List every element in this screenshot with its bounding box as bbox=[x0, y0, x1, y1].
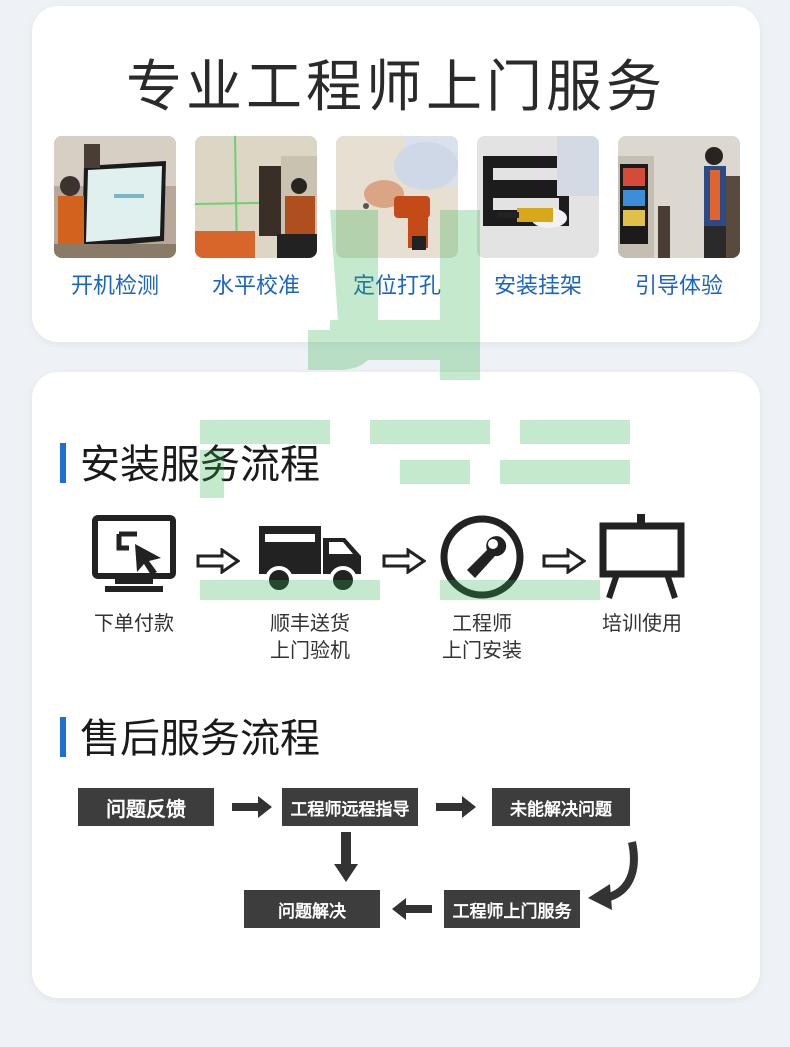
arrow-down-icon bbox=[334, 832, 358, 882]
curved-arrow-icon bbox=[588, 841, 638, 910]
heading-accent-bar bbox=[60, 443, 66, 483]
arrow-right-icon bbox=[436, 796, 476, 818]
aftersale-section-heading: 售后服务流程 bbox=[60, 706, 320, 764]
step-item-bracket: 安装挂架 bbox=[477, 136, 599, 300]
step-label: 开机检测 bbox=[70, 274, 159, 299]
step-item-tv-test: 开机检测 bbox=[54, 136, 176, 300]
flow-arrow-icon bbox=[196, 547, 241, 578]
heading-accent-bar bbox=[60, 717, 66, 757]
computer-click-icon bbox=[64, 512, 204, 602]
flow-step-label: 顺丰送货 上门验机 bbox=[270, 611, 350, 662]
unresolved-problem-box: 未能解决问题 bbox=[492, 788, 630, 826]
flow-step-label: 工程师 上门安装 bbox=[442, 611, 522, 662]
problem-feedback-box: 问题反馈 bbox=[78, 788, 214, 826]
step-label: 引导体验 bbox=[634, 274, 723, 299]
bracket-install-photo bbox=[477, 136, 599, 258]
flow-step-label: 培训使用 bbox=[602, 611, 682, 635]
page-title: 专业工程师上门服务 bbox=[126, 55, 666, 120]
arrow-right-icon bbox=[232, 796, 272, 818]
truck-icon bbox=[240, 512, 380, 602]
aftersale-section-title: 售后服务流程 bbox=[80, 716, 320, 762]
drilling-photo bbox=[336, 136, 458, 258]
easel-board-icon bbox=[572, 512, 712, 602]
wrench-icon bbox=[412, 512, 552, 602]
install-section-heading: 安装服务流程 bbox=[60, 432, 320, 490]
guide-experience-photo bbox=[618, 136, 740, 258]
tv-test-photo bbox=[54, 136, 176, 258]
step-label: 定位打孔 bbox=[352, 274, 441, 299]
flow-step-delivery: 顺丰送货 上门验机 bbox=[240, 512, 380, 664]
arrow-left-icon bbox=[392, 898, 432, 920]
service-photo-row: 开机检测 水平校准 bbox=[54, 136, 742, 306]
flow-step-label: 下单付款 bbox=[94, 611, 174, 635]
step-label: 水平校准 bbox=[211, 274, 300, 299]
remote-guide-box: 工程师远程指导 bbox=[282, 788, 418, 826]
service-card: 专业工程师上门服务 开机检测 bbox=[32, 6, 760, 342]
process-card: 安装服务流程 下单付款 bbox=[32, 372, 760, 998]
flow-step-training: 培训使用 bbox=[572, 512, 712, 637]
flow-step-order: 下单付款 bbox=[64, 512, 204, 637]
step-item-level: 水平校准 bbox=[195, 136, 317, 300]
onsite-service-box: 工程师上门服务 bbox=[444, 890, 580, 928]
step-label: 安装挂架 bbox=[493, 274, 582, 299]
problem-resolved-box: 问题解决 bbox=[244, 890, 380, 928]
step-item-drilling: 定位打孔 bbox=[336, 136, 458, 300]
flow-arrow-icon bbox=[382, 547, 427, 578]
install-section-title: 安装服务流程 bbox=[80, 442, 320, 488]
level-calibration-photo bbox=[195, 136, 317, 258]
flow-arrow-icon bbox=[542, 547, 587, 578]
flow-step-install: 工程师 上门安装 bbox=[412, 512, 552, 664]
step-item-guide: 引导体验 bbox=[618, 136, 740, 300]
